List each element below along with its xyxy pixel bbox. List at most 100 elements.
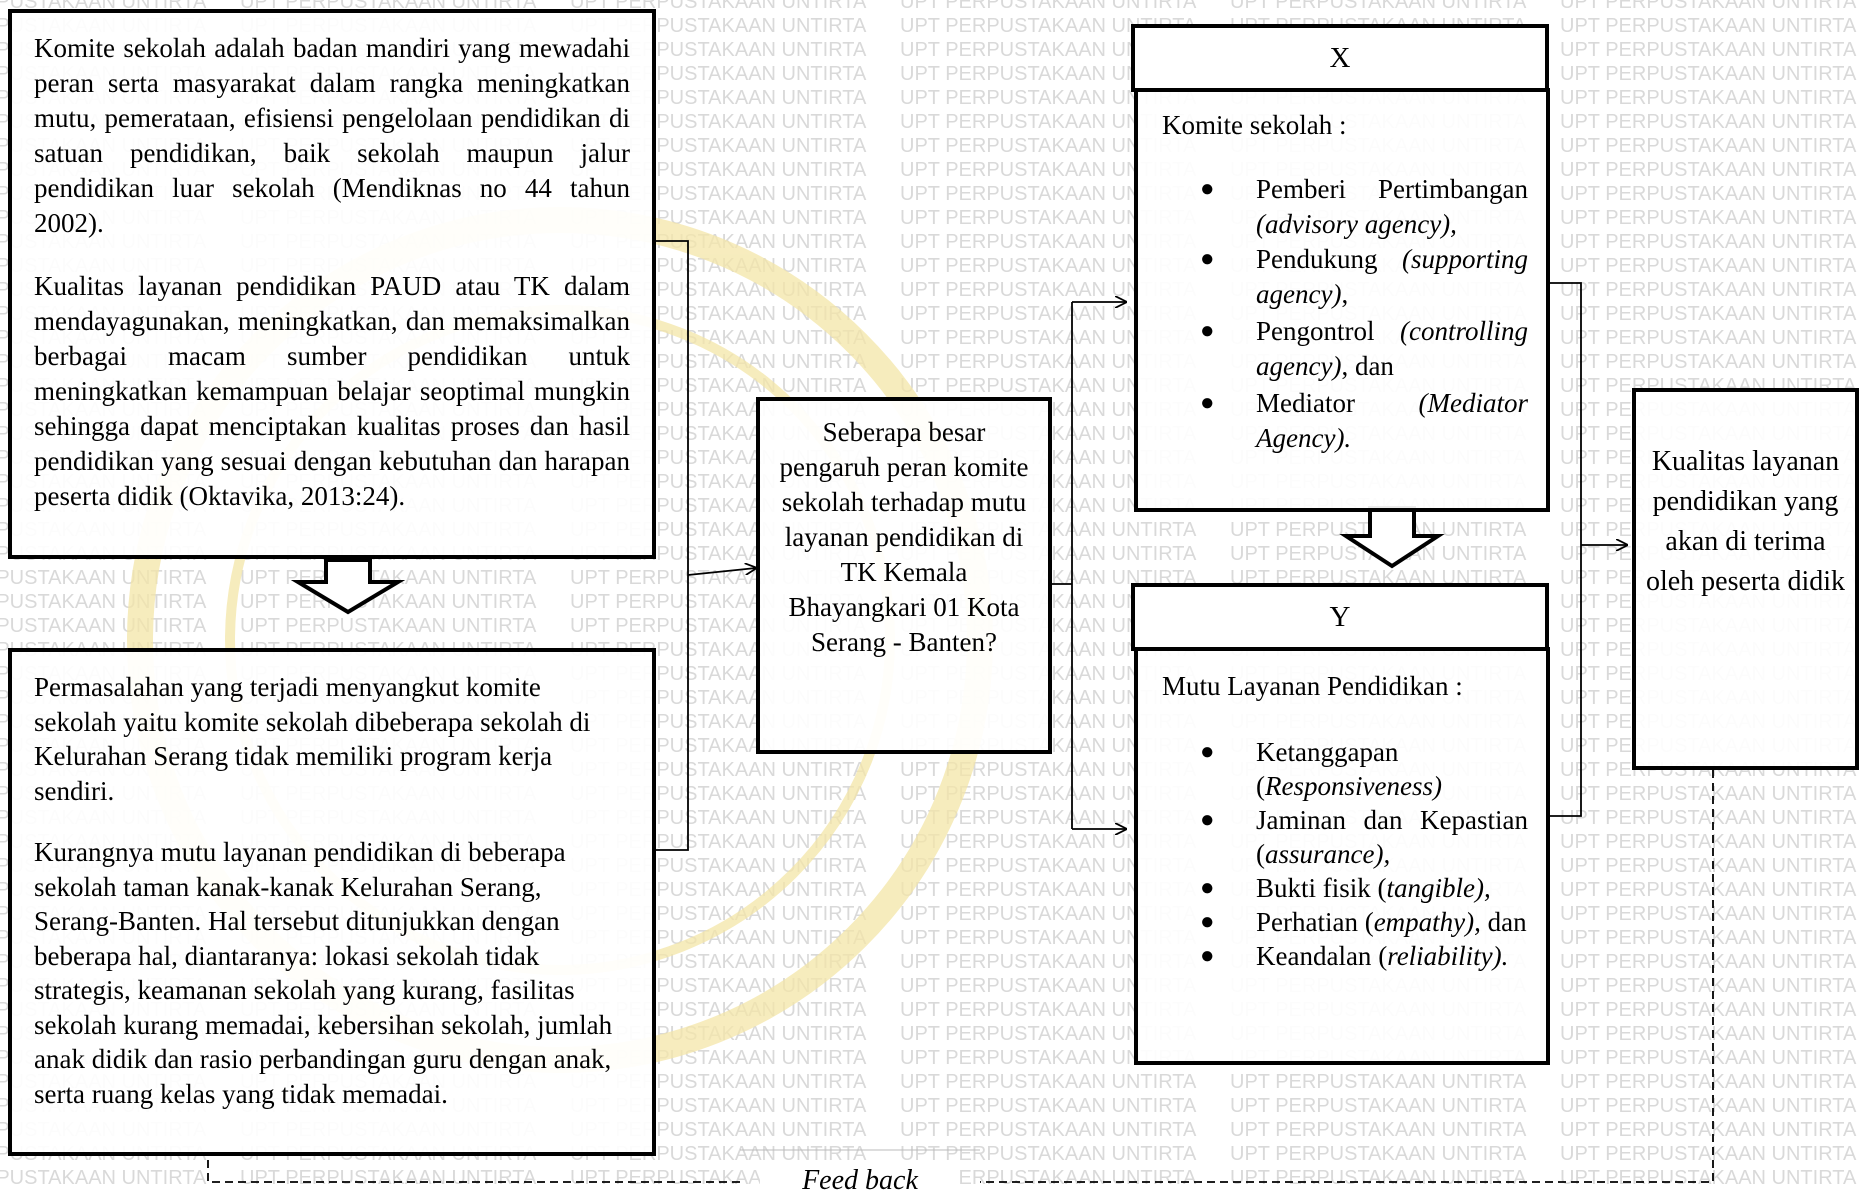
background-theory-box: Komite sekolah adalah badan mandiri yang… (8, 9, 656, 559)
watermark-text: UPT PERPUSTAKAAN UNTIRTA (1560, 1023, 1857, 1045)
watermark-text: UPT PERPUSTAKAAN UNTIRTA (1230, 1071, 1527, 1093)
watermark-text: UPT PERPUSTAKAAN UNTIRTA (1560, 783, 1857, 805)
watermark-text: UPT PERPUSTAKAAN UNTIRTA (1560, 1167, 1857, 1189)
watermark-text: UPT PERPUSTAKAAN UNTIRTA (1230, 1119, 1527, 1141)
watermark-text: UPT PERPUSTAKAAN UNTIRTA (1560, 927, 1857, 949)
outcome-box: Kualitas layanan pendidikan yang akan di… (1632, 388, 1859, 770)
y-indicator-list: ● Ketanggapan (Responsiveness) ● Jaminan… (1138, 735, 1546, 973)
watermark-text: UPT PERPUSTAKAAN UNTIRTA (1230, 1095, 1527, 1117)
watermark-text: UPT PERPUSTAKAAN UNTIRTA (900, 1119, 1197, 1141)
y-indicator-item: ● Bukti fisik (tangible), (1200, 873, 1491, 903)
outcome-text: Kualitas layanan pendidikan yang akan di… (1645, 446, 1846, 597)
watermark-text: UPT PERPUSTAKAAN UNTIRTA (1560, 1143, 1857, 1165)
watermark-text: UPT PERPUSTAKAAN UNTIRTA (0, 567, 207, 589)
watermark-text: UPT PERPUSTAKAAN UNTIRTA (900, 207, 1197, 229)
watermark-text: UPT PERPUSTAKAAN UNTIRTA (1560, 1047, 1857, 1069)
bullet-icon: ● (1200, 943, 1215, 969)
watermark-text: UPT PERPUSTAKAAN UNTIRTA (900, 279, 1197, 301)
bullet-icon: ● (1200, 176, 1215, 202)
komite-definition-text: Komite sekolah adalah badan mandiri yang… (34, 33, 630, 238)
problem-quality-text: Kurangnya mutu layanan pendidikan di beb… (34, 837, 613, 1109)
watermark-text: UPT PERPUSTAKAAN UNTIRTA (900, 183, 1197, 205)
x-variable-header: X (1131, 24, 1549, 92)
problem-komite-text: Permasalahan yang terjadi menyangkut kom… (34, 672, 591, 806)
x-indicator-list: ● Pemberi Pertimbangan (advisory agency)… (1138, 172, 1546, 456)
x-indicator-item: ● Pengontrol (controlling agency), dan (1200, 316, 1528, 381)
watermark-text: UPT PERPUSTAKAAN UNTIRTA (1560, 303, 1857, 325)
watermark-text: UPT PERPUSTAKAAN UNTIRTA (900, 351, 1197, 373)
watermark-text: UPT PERPUSTAKAAN UNTIRTA (900, 375, 1197, 397)
watermark-text: UPT PERPUSTAKAAN UNTIRTA (240, 567, 537, 589)
watermark-text: UPT PERPUSTAKAAN UNTIRTA (1560, 0, 1857, 13)
watermark-text: UPT PERPUSTAKAAN UNTIRTA (1560, 1095, 1857, 1117)
x-indicator-item: ● Pendukung (supporting agency), (1200, 244, 1528, 309)
watermark-text: UPT PERPUSTAKAAN UNTIRTA (1560, 111, 1857, 133)
watermark-text: UPT PERPUSTAKAAN UNTIRTA (900, 111, 1197, 133)
y-indicator-item: ● Perhatian (empathy), dan (1200, 907, 1527, 937)
watermark-text: UPT PERPUSTAKAAN UNTIRTA (1560, 1071, 1857, 1093)
bullet-icon: ● (1200, 390, 1215, 416)
service-quality-definition-text: Kualitas layanan pendidikan PAUD atau TK… (34, 271, 630, 511)
watermark-text: UPT PERPUSTAKAAN UNTIRTA (0, 615, 207, 637)
watermark-text: UPT PERPUSTAKAAN UNTIRTA (1560, 63, 1857, 85)
watermark-text: UPT PERPUSTAKAAN UNTIRTA (1560, 87, 1857, 109)
y-variable-box: Mutu Layanan Pendidikan : ● Ketanggapan … (1134, 647, 1550, 1065)
watermark-text: UPT PERPUSTAKAAN UNTIRTA (240, 615, 537, 637)
watermark-text: UPT PERPUSTAKAAN UNTIRTA (1230, 519, 1527, 541)
watermark-text: UPT PERPUSTAKAAN UNTIRTA (1230, 0, 1527, 13)
watermark-text: UPT PERPUSTAKAAN UNTIRTA (900, 159, 1197, 181)
bullet-icon: ● (1200, 875, 1215, 901)
watermark-text: UPT PERPUSTAKAAN UNTIRTA (1560, 807, 1857, 829)
watermark-text: UPT PERPUSTAKAAN UNTIRTA (1560, 183, 1857, 205)
x-indicator-item: ● Mediator (Mediator Agency). (1200, 388, 1528, 453)
watermark-text: UPT PERPUSTAKAAN UNTIRTA (1560, 327, 1857, 349)
watermark-text: UPT PERPUSTAKAAN UNTIRTA (1230, 543, 1527, 565)
watermark-text: UPT PERPUSTAKAAN UNTIRTA (1560, 135, 1857, 157)
watermark-text: UPT PERPUSTAKAAN UNTIRTA (900, 135, 1197, 157)
bullet-icon: ● (1200, 909, 1215, 935)
feedback-label: Feed back (760, 1165, 960, 1197)
y-variable-title: Mutu Layanan Pendidikan : (1162, 671, 1463, 701)
bullet-icon: ● (1200, 739, 1215, 765)
x-variable-title: Komite sekolah : (1162, 110, 1347, 140)
watermark-text: UPT PERPUSTAKAAN UNTIRTA (900, 39, 1197, 61)
watermark-text: UPT PERPUSTAKAAN UNTIRTA (900, 63, 1197, 85)
watermark-text: UPT PERPUSTAKAAN UNTIRTA (900, 1143, 1197, 1165)
watermark-text: UPT PERPUSTAKAAN UNTIRTA (1230, 1143, 1527, 1165)
watermark-text: UPT PERPUSTAKAAN UNTIRTA (900, 15, 1197, 37)
watermark-text: UPT PERPUSTAKAAN UNTIRTA (1560, 39, 1857, 61)
research-question-text: Seberapa besar pengaruh peran komite sek… (779, 417, 1029, 657)
y-variable-label: Y (1329, 601, 1351, 633)
watermark-text: UPT PERPUSTAKAAN UNTIRTA (1560, 951, 1857, 973)
watermark-text: UPT PERPUSTAKAAN UNTIRTA (1560, 1119, 1857, 1141)
watermark-text: UPT PERPUSTAKAAN UNTIRTA (900, 303, 1197, 325)
problem-statement-box: Permasalahan yang terjadi menyangkut kom… (8, 648, 656, 1156)
y-indicator-item: ● Jaminan dan Kepastian (assurance), (1200, 805, 1528, 869)
watermark-text: UPT PERPUSTAKAAN UNTIRTA (240, 1167, 537, 1189)
watermark-text: UPT PERPUSTAKAAN UNTIRTA (1560, 279, 1857, 301)
watermark-text: UPT PERPUSTAKAAN UNTIRTA (1560, 855, 1857, 877)
watermark-text: UPT PERPUSTAKAAN UNTIRTA (900, 231, 1197, 253)
watermark-text: UPT PERPUSTAKAAN UNTIRTA (1560, 903, 1857, 925)
watermark-text: UPT PERPUSTAKAAN UNTIRTA (900, 1071, 1197, 1093)
y-variable-header: Y (1131, 583, 1549, 651)
watermark-text: UPT PERPUSTAKAAN UNTIRTA (1560, 207, 1857, 229)
bullet-icon: ● (1200, 246, 1215, 272)
watermark-text: UPT PERPUSTAKAAN UNTIRTA (240, 591, 537, 613)
watermark-text: UPT PERPUSTAKAAN UNTIRTA (1560, 15, 1857, 37)
watermark-text: UPT PERPUSTAKAAN UNTIRTA (1560, 831, 1857, 853)
watermark-text: UPT PERPUSTAKAAN UNTIRTA (1560, 255, 1857, 277)
watermark-text: UPT PERPUSTAKAAN UNTIRTA (900, 1095, 1197, 1117)
y-indicator-item: ● Ketanggapan (Responsiveness) (1200, 737, 1442, 801)
x-variable-box: Komite sekolah : ● Pemberi Pertimbangan … (1134, 88, 1550, 512)
watermark-text: UPT PERPUSTAKAAN UNTIRTA (0, 591, 207, 613)
watermark-text: UPT PERPUSTAKAAN UNTIRTA (0, 1167, 207, 1189)
watermark-text: UPT PERPUSTAKAAN UNTIRTA (1230, 1167, 1527, 1189)
x-variable-label: X (1329, 42, 1351, 74)
watermark-text: UPT PERPUSTAKAAN UNTIRTA (900, 87, 1197, 109)
watermark-text: UPT PERPUSTAKAAN UNTIRTA (1560, 351, 1857, 373)
watermark-text: UPT PERPUSTAKAAN UNTIRTA (900, 255, 1197, 277)
watermark-text: UPT PERPUSTAKAAN UNTIRTA (1560, 231, 1857, 253)
research-question-box: Seberapa besar pengaruh peran komite sek… (756, 397, 1052, 754)
watermark-text: UPT PERPUSTAKAAN UNTIRTA (900, 327, 1197, 349)
